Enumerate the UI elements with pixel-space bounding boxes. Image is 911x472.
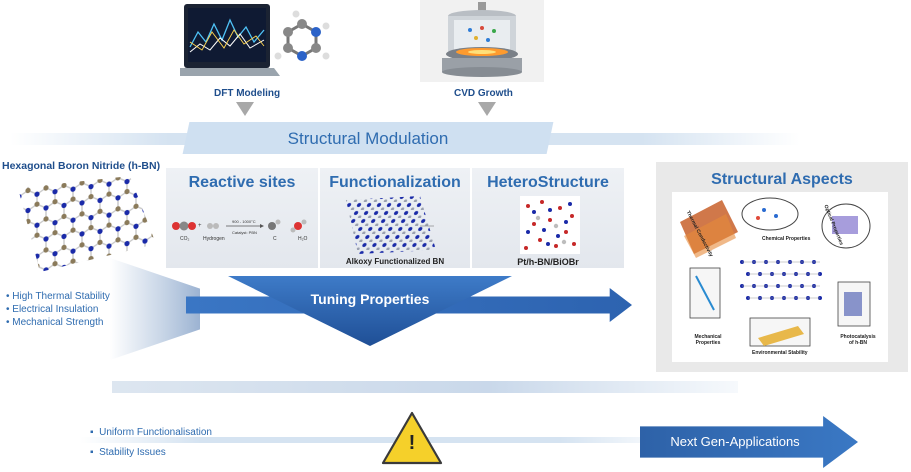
dft-illustration: [174, 2, 330, 84]
functionalization-title: Functionalization: [329, 174, 461, 191]
property-item: • Electrical Insulation: [6, 304, 99, 315]
cvd-illustration: [420, 0, 544, 82]
warning-icon: [380, 410, 444, 466]
hbn-lattice: [10, 174, 160, 274]
challenge-item: ▪ Uniform Functionalisation: [90, 427, 212, 438]
property-item: • High Thermal Stability: [6, 291, 110, 302]
bottom-band: [112, 381, 738, 393]
functionalized-lattice: [340, 194, 440, 256]
functionalization-caption: Alkoxy Functionalized BN: [345, 257, 445, 266]
structural-modulation-title: Structural Modulation: [287, 129, 449, 148]
heterostructure-title: HeteroStructure: [487, 174, 609, 191]
molecule-label: C: [273, 236, 277, 242]
property-item: • Mechanical Strength: [6, 317, 104, 328]
aspects-figure: [672, 192, 888, 362]
heterostructure-caption: Pt/h-BN/BiOBr: [517, 257, 579, 267]
molecule-label: H₂O: [298, 236, 308, 242]
tuning-properties-label: Tuning Properties: [310, 291, 430, 307]
warning-mark: !: [408, 432, 416, 454]
cvd-growth-label: CVD Growth: [454, 88, 513, 99]
svg-text:+: +: [198, 223, 202, 229]
hbn-properties-list: • High Thermal Stability • Electrical In…: [6, 290, 110, 329]
heterostructure-model: [520, 196, 580, 254]
hbn-title: Hexagonal Boron Nitride (h-BN): [2, 160, 161, 172]
reactive-sites-panel: [166, 168, 318, 268]
molecule-label: Hydrogen: [203, 236, 225, 242]
reaction-scheme: +: [168, 200, 316, 250]
aspect-label: Mechanical Properties: [694, 334, 722, 346]
dft-modeling-label: DFT Modeling: [214, 88, 281, 99]
reactive-sites-title: Reactive sites: [188, 174, 296, 191]
aspect-label: Environmental Stability: [752, 350, 808, 356]
timeline-line: [80, 437, 680, 443]
down-triangle-icon: [236, 102, 254, 116]
condition-label: 900 - 1000°C: [232, 219, 256, 224]
challenge-item: ▪ Stability Issues: [90, 447, 166, 458]
aspect-label: Photocatalysis of h-BN: [840, 334, 876, 346]
aspect-label: Chemical Properties: [762, 236, 811, 242]
condition-label: Catalyst: PBN: [232, 230, 257, 235]
next-gen-applications-label: Next Gen-Applications: [670, 434, 800, 449]
molecule-label: CO₂: [180, 236, 190, 242]
down-triangle-icon: [478, 102, 496, 116]
bottom-list: ▪ Uniform Functionalisation ▪ Stability …: [90, 423, 212, 463]
structural-aspects-title: Structural Aspects: [711, 171, 853, 188]
